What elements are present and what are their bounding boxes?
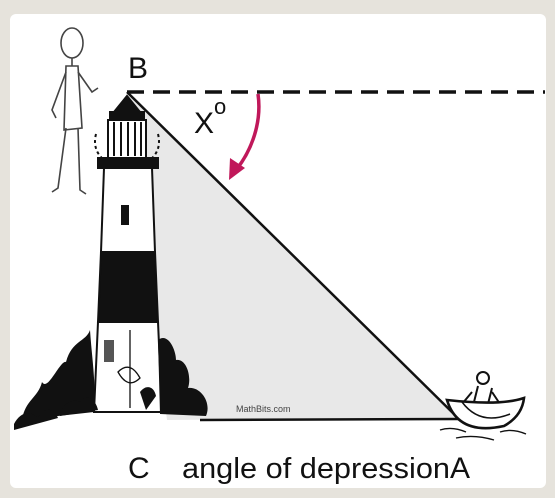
line-of-sight bbox=[126, 91, 459, 419]
watermark: MathBits.com bbox=[236, 404, 291, 414]
point-a-label: A bbox=[450, 452, 470, 485]
bushes bbox=[14, 330, 208, 430]
angle-arrow-head bbox=[229, 158, 245, 180]
angle-label: X bbox=[194, 107, 214, 140]
caption-angle-of-depression: angle of depression bbox=[182, 453, 450, 485]
observer-stick-figure bbox=[51, 27, 99, 195]
angle-arc-arrow bbox=[234, 93, 261, 172]
point-b-label: B bbox=[128, 52, 148, 85]
boat-with-person bbox=[439, 371, 527, 441]
angle-degree-mark: o bbox=[214, 94, 226, 119]
point-c-label: C bbox=[128, 452, 150, 485]
ground-line bbox=[199, 417, 459, 422]
